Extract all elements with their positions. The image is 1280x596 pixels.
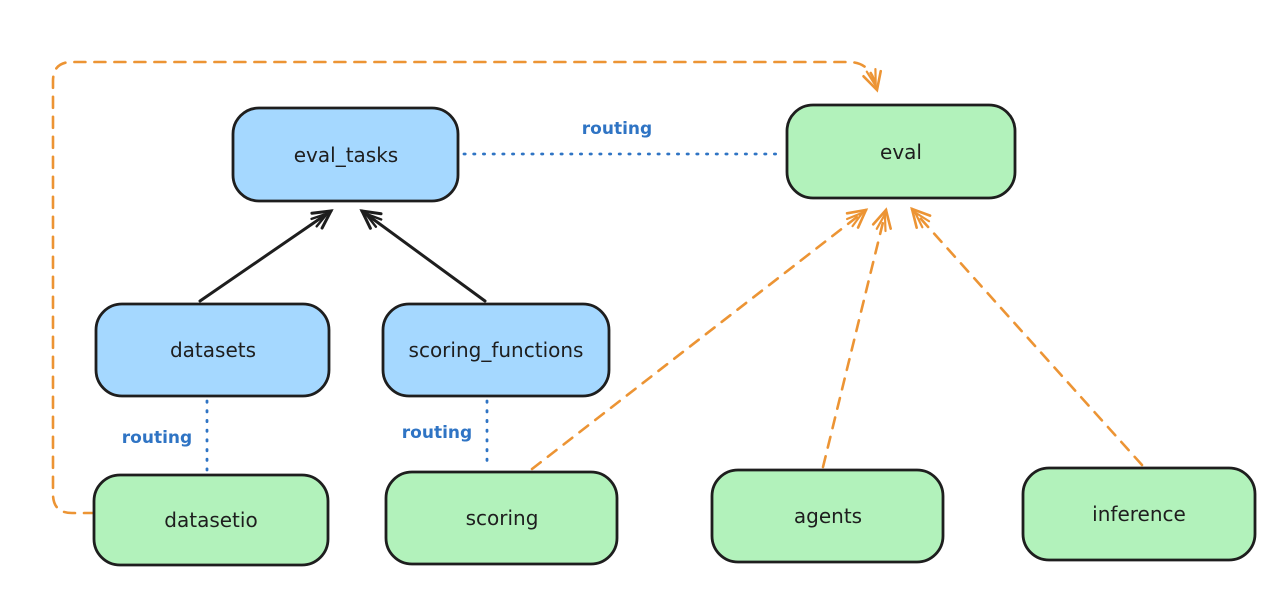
node-agents: agents [710,468,945,564]
edge-label-routing-left: routing [122,428,192,448]
node-eval: eval [785,103,1017,200]
node-agents-label: agents [794,504,862,528]
edge-datasetio-eval [51,60,883,515]
node-eval-tasks: eval_tasks [231,106,460,203]
edge-inference-eval [910,206,1144,467]
node-eval-tasks-label: eval_tasks [294,143,398,167]
node-inference-label: inference [1092,502,1186,526]
node-scoring-functions: scoring_functions [381,302,611,398]
node-datasets: datasets [94,302,331,398]
edge-scoring-functions-eval-tasks [359,209,487,303]
node-datasetio: datasetio [92,473,330,567]
edge-label-routing-mid: routing [402,423,472,443]
edge-label-routing-top: routing [582,119,652,139]
node-inference: inference [1021,466,1257,562]
node-datasets-label: datasets [170,338,256,362]
node-eval-label: eval [880,140,922,164]
node-scoring-functions-label: scoring_functions [409,338,584,362]
node-scoring-label: scoring [466,506,539,530]
node-scoring: scoring [384,470,619,566]
edge-scoring-eval [530,208,869,471]
node-datasetio-label: datasetio [164,508,257,532]
edge-datasets-eval-tasks [198,209,334,303]
edge-agents-eval [821,207,892,469]
